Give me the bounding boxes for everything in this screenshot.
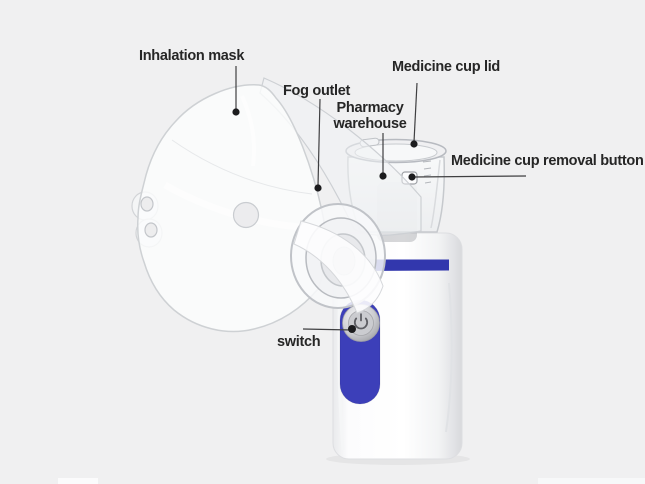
leader-medicine-cup-removal-button bbox=[412, 175, 527, 178]
label-pharmacy-warehouse: Pharmacy warehouse bbox=[333, 100, 407, 132]
cup-highlight bbox=[430, 159, 441, 229]
background-highlight-left bbox=[58, 478, 98, 484]
fog-outlet-duct bbox=[259, 77, 422, 236]
device-body-seam bbox=[445, 282, 453, 433]
label-medicine-cup-lid: Medicine cup lid bbox=[392, 59, 500, 75]
mask-nose-highlight bbox=[240, 95, 256, 167]
dot-switch bbox=[348, 325, 356, 333]
leader-fog-outlet bbox=[317, 98, 321, 187]
strap-hole-top bbox=[140, 196, 154, 212]
dot-fog-outlet bbox=[314, 184, 322, 192]
dot-inhalation-mask bbox=[232, 108, 240, 116]
dot-pharmacy-warehouse bbox=[379, 172, 387, 180]
cup-scale-marks bbox=[422, 160, 432, 184]
dot-medicine-cup-removal-button bbox=[408, 173, 416, 181]
leader-dots bbox=[232, 108, 418, 333]
label-switch: switch bbox=[277, 334, 321, 350]
leader-switch bbox=[302, 328, 353, 331]
mouthpiece-holder-band bbox=[293, 220, 384, 314]
power-icon bbox=[353, 313, 369, 330]
power-switch-assembly bbox=[339, 299, 381, 405]
mask-vent-hole bbox=[232, 201, 260, 229]
leader-medicine-cup-lid bbox=[413, 82, 418, 143]
background-highlight-right bbox=[538, 478, 645, 484]
mask-crease-line bbox=[171, 139, 313, 195]
dot-medicine-cup-lid bbox=[410, 140, 418, 148]
label-fog-outlet: Fog outlet bbox=[283, 83, 351, 99]
strap-hole-bottom bbox=[144, 222, 158, 238]
fog-outlet-mouthpiece bbox=[290, 203, 386, 314]
leader-lines bbox=[235, 66, 527, 331]
label-medicine-cup-removal-button: Medicine cup removal button bbox=[451, 153, 644, 169]
label-inhalation-mask: Inhalation mask bbox=[139, 48, 245, 64]
